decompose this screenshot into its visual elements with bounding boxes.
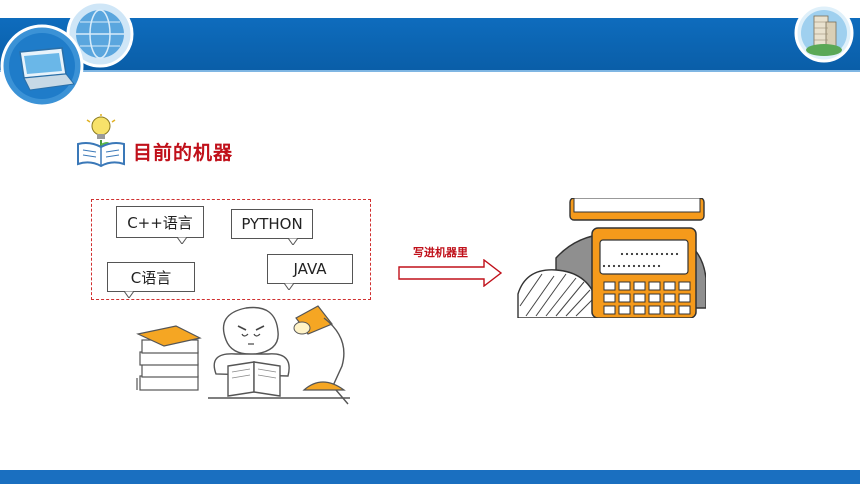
language-label: C++语言 <box>127 213 193 232</box>
student-reading-illustration <box>136 305 350 405</box>
language-tag-c: C语言 <box>107 262 195 298</box>
language-label: PYTHON <box>241 215 303 233</box>
tag-tail <box>177 237 187 244</box>
language-label: C语言 <box>130 268 172 287</box>
footer-bar <box>0 470 860 484</box>
header-bar <box>0 18 860 70</box>
right-arrow-icon <box>398 259 503 287</box>
languages-group <box>91 199 371 300</box>
lightbulb-book-icon <box>77 114 125 168</box>
machine-robot-illustration <box>517 198 706 318</box>
header-divider <box>0 70 860 72</box>
arrow-label: 写进机器里 <box>413 246 468 259</box>
tag-tail <box>124 291 134 298</box>
laptop-globe-icon <box>0 0 134 108</box>
tag-tail <box>288 238 298 245</box>
book-stack-icon <box>136 325 202 391</box>
tag-tail <box>284 283 294 290</box>
section-title: 目前的机器 <box>133 142 234 164</box>
language-tag-python: PYTHON <box>231 209 313 245</box>
desk-lamp-icon <box>293 305 346 391</box>
language-tag-java: JAVA <box>267 254 353 290</box>
building-badge-icon <box>794 3 854 63</box>
reader-figure-icon <box>208 306 350 405</box>
language-tag-cpp: C++语言 <box>116 206 204 244</box>
language-label: JAVA <box>293 260 327 278</box>
